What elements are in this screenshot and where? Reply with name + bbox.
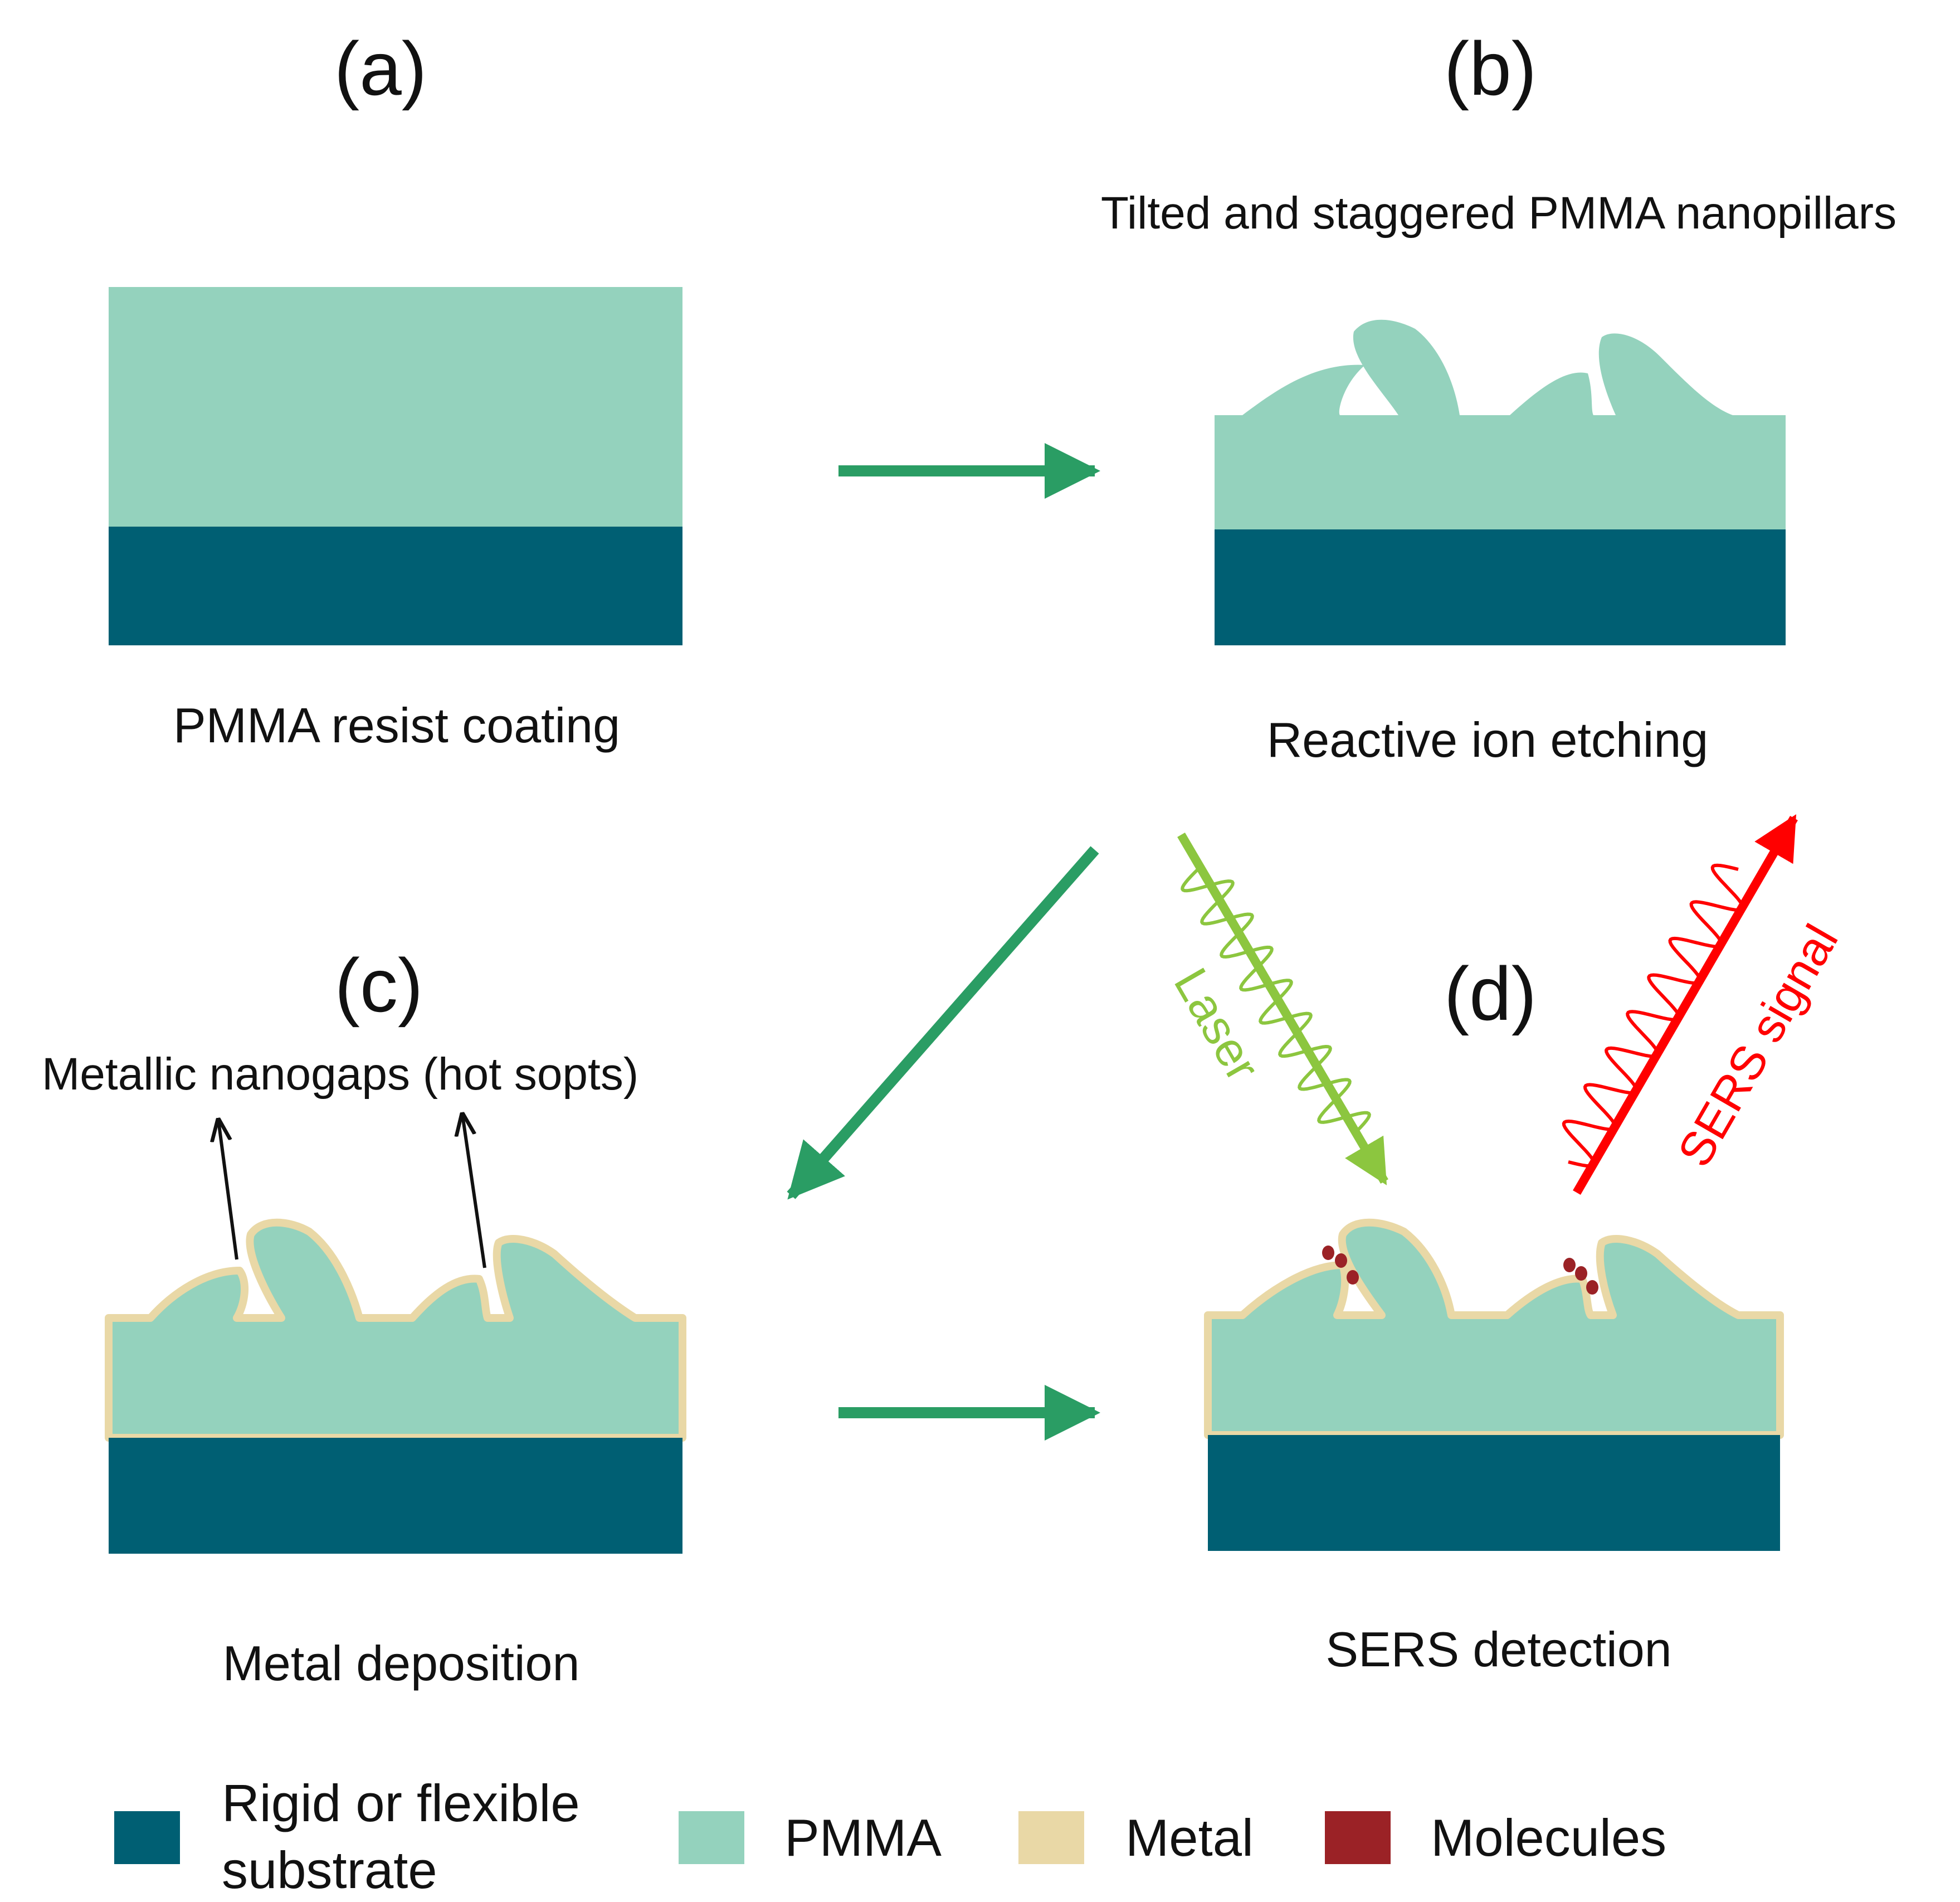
legend-label-substrate-line2: substrate bbox=[222, 1841, 437, 1899]
sers-signal-label: SERS signal bbox=[1668, 916, 1849, 1175]
nanogap-pointer-arrow-right bbox=[462, 1115, 486, 1268]
panel-a-substrate-layer bbox=[109, 527, 682, 645]
panel-c-caption: Metal deposition bbox=[223, 1636, 580, 1691]
laser-beam: Laser bbox=[1164, 832, 1388, 1185]
legend-label-substrate-line1: Rigid or flexible bbox=[222, 1774, 580, 1832]
legend-item-pmma: PMMA bbox=[679, 1808, 942, 1867]
square-swatch-icon bbox=[1018, 1811, 1084, 1864]
legend-label-metal: Metal bbox=[1125, 1808, 1254, 1867]
laser-label: Laser bbox=[1164, 960, 1270, 1090]
panel-a-label: (a) bbox=[334, 26, 427, 111]
panel-d-caption: SERS detection bbox=[1325, 1622, 1671, 1677]
panel-b: (b) Tilted and staggered PMMA nanopillar… bbox=[1101, 26, 1896, 767]
legend: Rigid or flexible substrate PMMA Metal M… bbox=[114, 1774, 1666, 1899]
panel-a-caption: PMMA resist coating bbox=[173, 698, 620, 753]
panel-c-annotation: Metallic nanogaps (hot sopts) bbox=[42, 1049, 638, 1100]
square-swatch-icon bbox=[114, 1811, 180, 1864]
panel-b-pmma-nanopillars bbox=[1215, 319, 1786, 529]
legend-label-molecules: Molecules bbox=[1431, 1808, 1666, 1867]
adsorbed-molecules-right bbox=[1563, 1258, 1598, 1295]
process-arrow-b-to-c bbox=[787, 846, 1099, 1200]
panel-d-substrate-layer bbox=[1208, 1435, 1780, 1551]
panel-c: (c) Metallic nanogaps (hot sopts) Metal … bbox=[42, 943, 686, 1691]
panel-b-caption: Reactive ion etching bbox=[1267, 712, 1708, 767]
nanogap-pointer-arrow-left bbox=[218, 1120, 238, 1260]
legend-item-substrate: Rigid or flexible substrate bbox=[114, 1774, 580, 1899]
panel-d-label: (d) bbox=[1444, 951, 1537, 1036]
panel-a: (a) PMMA resist coating bbox=[109, 26, 682, 753]
laser-wave bbox=[1181, 868, 1371, 1136]
legend-item-metal: Metal bbox=[1018, 1808, 1254, 1867]
sers-signal-wave bbox=[1562, 863, 1745, 1168]
square-swatch-icon bbox=[679, 1811, 744, 1864]
laser-arrow bbox=[1177, 832, 1388, 1185]
square-swatch-icon bbox=[1325, 1811, 1391, 1864]
panel-b-label: (b) bbox=[1444, 26, 1537, 111]
panel-d-metal-coated-nanopillars bbox=[1204, 1218, 1784, 1439]
panel-d: (d) Laser SERS signal SERS detection bbox=[1164, 814, 1849, 1677]
legend-item-molecules: Molecules bbox=[1325, 1808, 1666, 1867]
panel-c-label: (c) bbox=[335, 943, 423, 1028]
legend-label-pmma: PMMA bbox=[784, 1808, 942, 1867]
panel-b-annotation: Tilted and staggered PMMA nanopillars bbox=[1101, 188, 1896, 239]
panel-c-metal-coated-nanopillars bbox=[105, 1218, 686, 1442]
panel-b-substrate-layer bbox=[1215, 529, 1786, 645]
panel-c-substrate-layer bbox=[109, 1438, 682, 1554]
sers-signal-beam: SERS signal bbox=[1562, 814, 1849, 1195]
panel-a-pmma-layer bbox=[109, 287, 682, 527]
adsorbed-molecules-left bbox=[1322, 1246, 1359, 1285]
